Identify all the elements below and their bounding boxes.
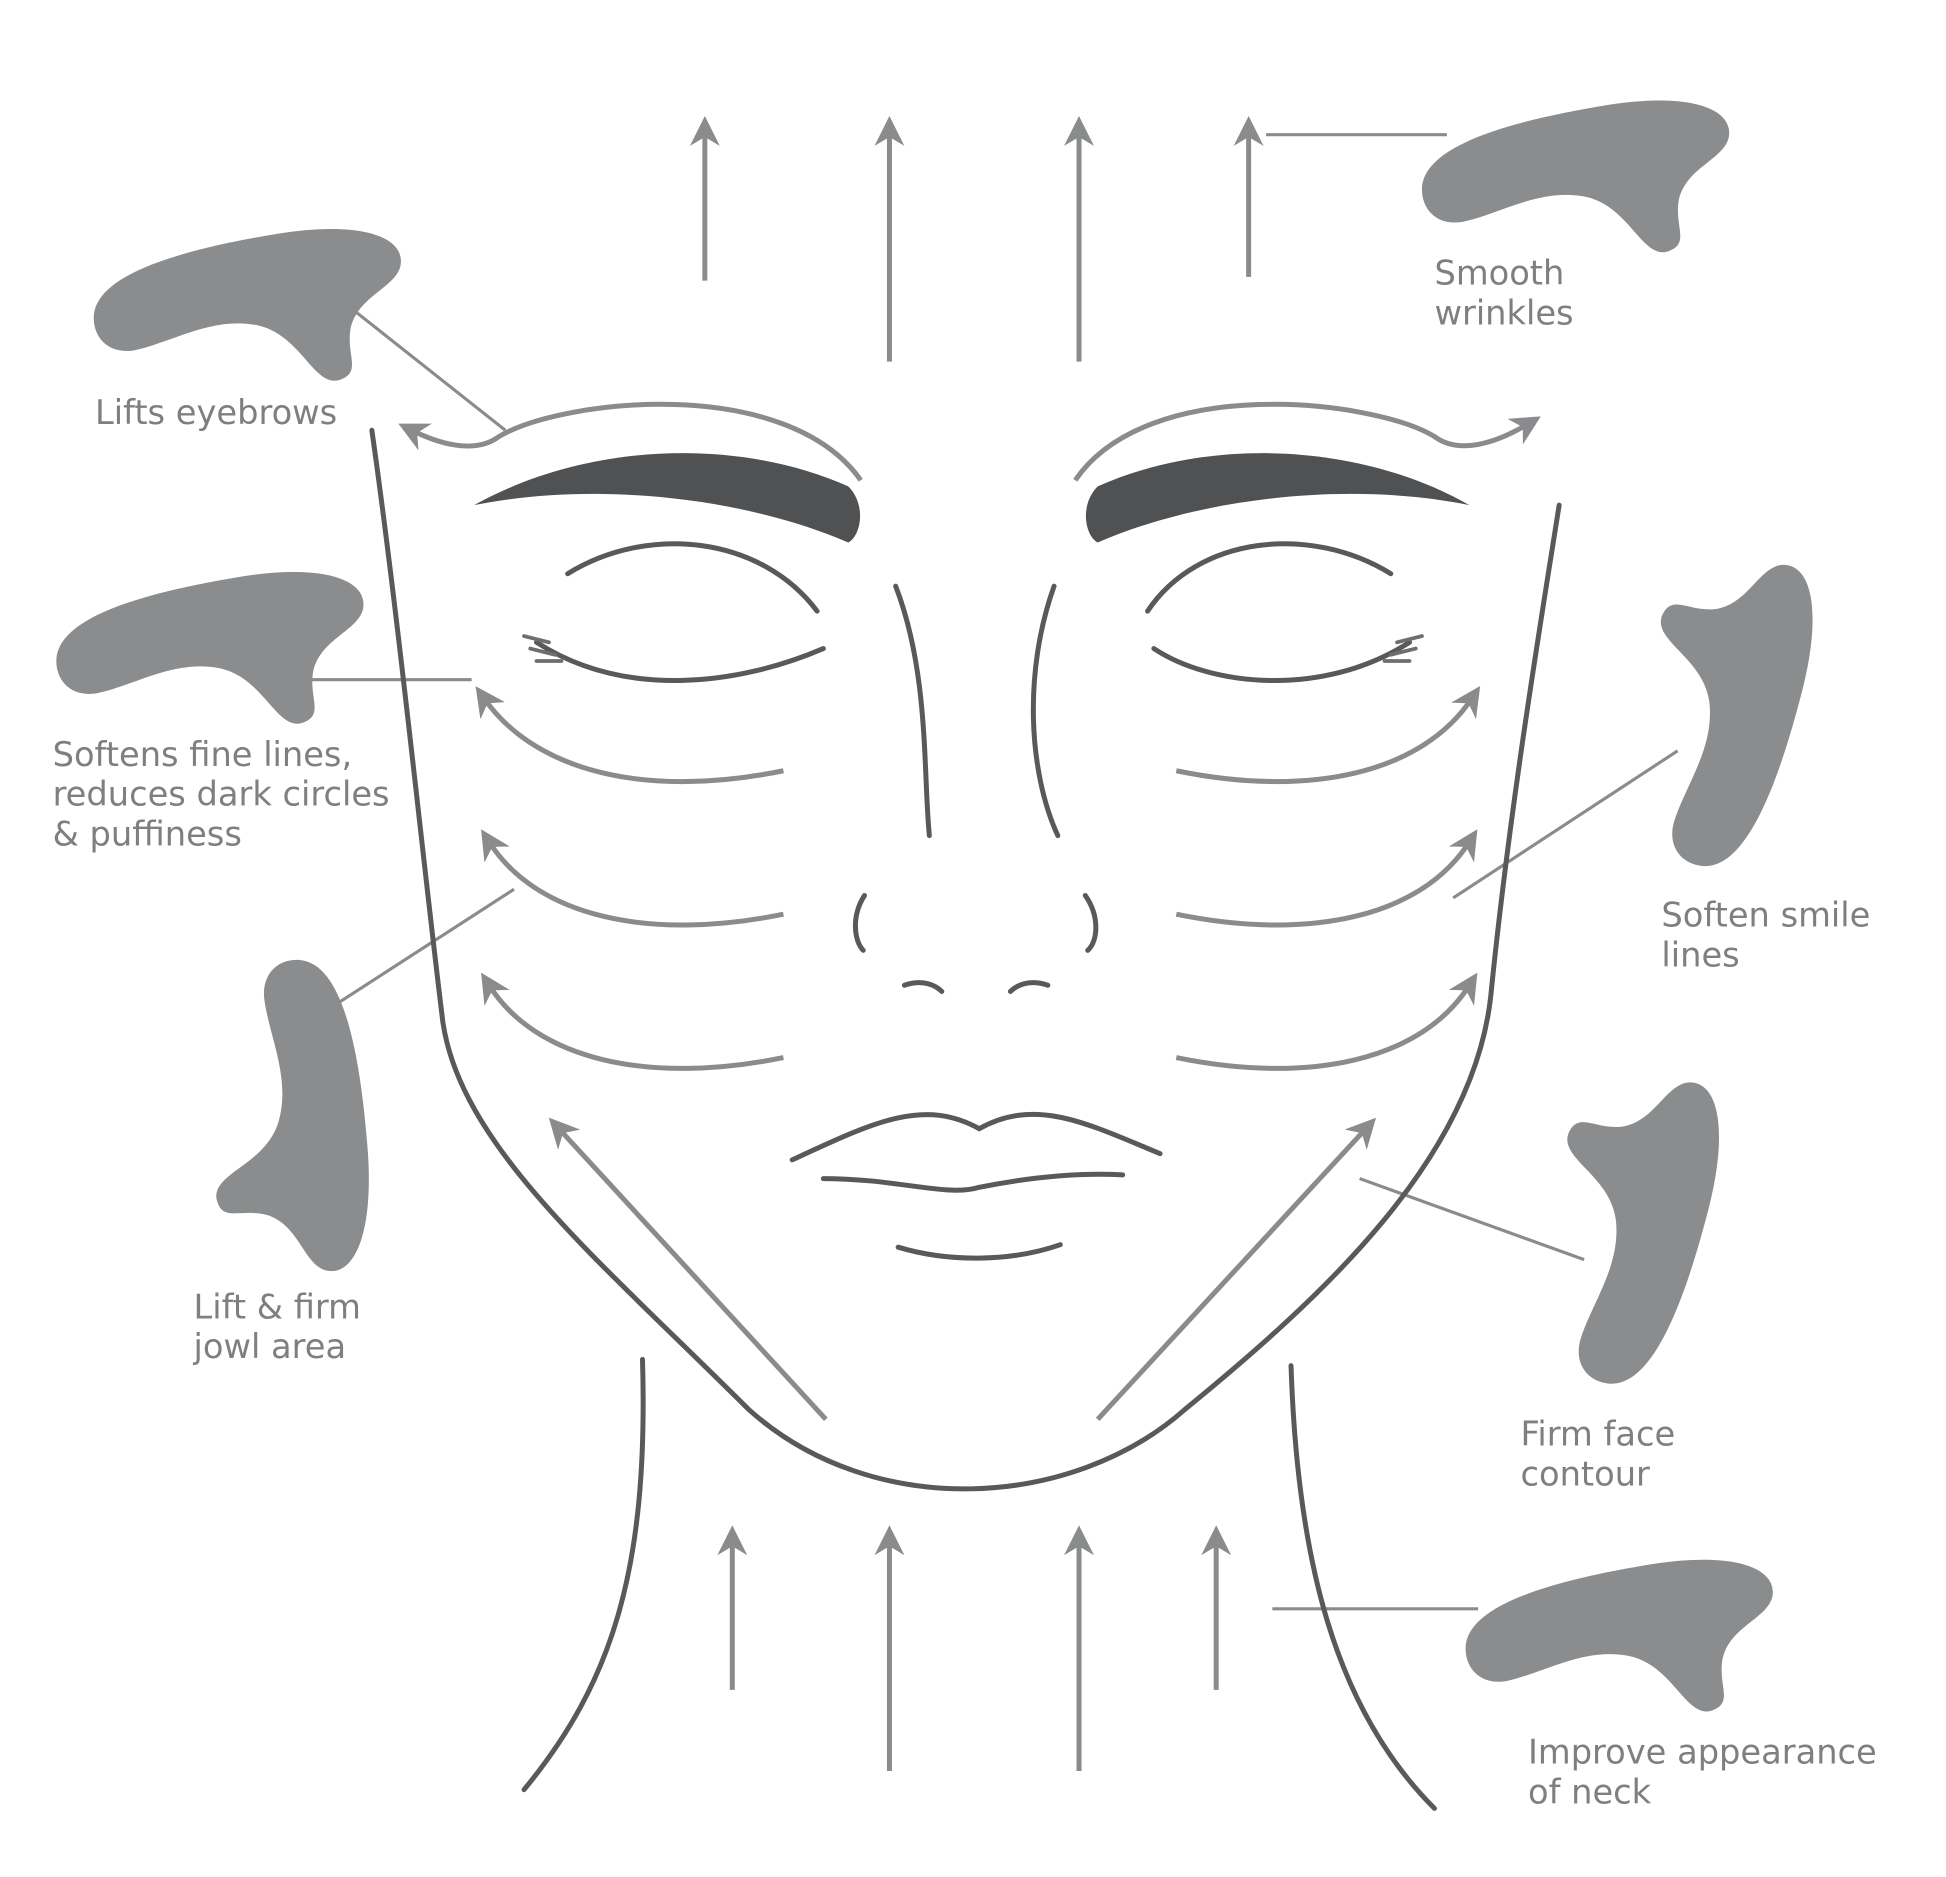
right-eyelid-crease (1145, 541, 1394, 614)
right-nostril-wing (1082, 892, 1099, 953)
right-eyebrow (1085, 453, 1470, 543)
label-firm-face-contour: Firm face contour (1521, 1414, 1686, 1493)
left-lashes (522, 634, 564, 663)
cheek-arrows (475, 685, 1481, 1421)
label-soften-smile-lines: Soften smile lines (1661, 896, 1881, 975)
gua-sha-stone-top-left (93, 228, 401, 381)
left-eye-closed (533, 639, 826, 683)
gua-sha-stone-right-contour (1546, 1072, 1725, 1392)
neck-right (1288, 1363, 1437, 1811)
left-nostril-wing (852, 892, 867, 953)
label-improve-neck: Improve appearance of neck (1528, 1733, 1887, 1812)
label-smooth-wrinkles: Smooth wrinkles (1434, 253, 1575, 332)
right-lashes (1382, 634, 1424, 663)
right-nostril (1007, 980, 1051, 994)
forehead-arrows (398, 115, 1541, 482)
right-eye-closed (1151, 639, 1413, 683)
left-eyebrow (474, 453, 861, 543)
gua-sha-stone-bottom-right (1465, 1559, 1773, 1712)
label-softens-fine-lines: Softens fine lines, reduces dark circles… (53, 735, 401, 854)
lower-lip (895, 1242, 1063, 1261)
neck-arrows (717, 1525, 1232, 1771)
gua-sha-stone-top-right (1421, 100, 1730, 253)
label-lift-firm-jowl: Lift & firm jowl area (193, 1287, 372, 1366)
lip-line (820, 1171, 1126, 1193)
gua-sha-stone-left-middle (56, 571, 364, 724)
left-eyelid-crease (565, 541, 820, 614)
left-nostril (901, 980, 945, 994)
face-drawing (369, 427, 1562, 1811)
upper-lip (789, 1111, 1163, 1163)
gua-sha-stone-left-jowl (210, 954, 389, 1274)
nose-bridge-right (1030, 583, 1061, 839)
label-lifts-eyebrows: Lifts eyebrows (95, 393, 337, 432)
neck-left (521, 1356, 646, 1793)
nose-bridge-left (893, 583, 932, 839)
gua-sha-stone-right-smile (1639, 554, 1818, 874)
leader-lines (311, 133, 1679, 1611)
face-outline (369, 427, 1562, 1492)
